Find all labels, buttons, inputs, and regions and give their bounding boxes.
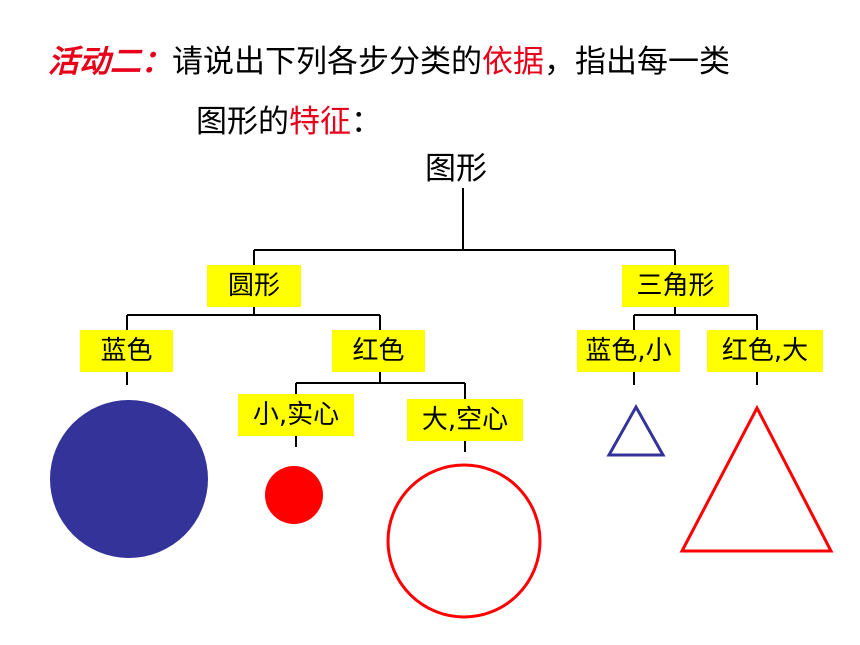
- activity-heading: 活动二：请说出下列各步分类的依据，指出每一类: [48, 36, 730, 81]
- small-solid-label: 小,实心: [238, 394, 354, 436]
- instruction-line-2: 图形的特征：: [196, 96, 382, 141]
- instruction-part-4: ：: [351, 104, 382, 140]
- red-large-label: 红色,大: [707, 330, 823, 372]
- blue-small-label: 蓝色,小: [577, 330, 680, 372]
- small-blue-triangle: [606, 403, 666, 457]
- instruction-part-1: 请说出下列各步分类的: [172, 44, 482, 80]
- large-red-hollow-circle: [386, 463, 542, 619]
- instruction-keyword-feature: 特征: [289, 104, 351, 140]
- red-label: 红色: [332, 330, 425, 372]
- large-hollow-label: 大,空心: [407, 399, 523, 441]
- circle-group-label: 圆形: [207, 265, 301, 307]
- root-node-shapes: 图形: [425, 151, 487, 187]
- blue-label: 蓝色: [80, 330, 173, 372]
- triangle-group-label: 三角形: [622, 265, 729, 307]
- instruction-keyword-basis: 依据: [482, 44, 544, 80]
- instruction-part-2: ，指出每一类: [544, 44, 730, 80]
- large-red-triangle: [679, 404, 834, 553]
- large-blue-solid-circle: [50, 400, 208, 558]
- small-red-solid-circle: [265, 466, 323, 524]
- instruction-part-3: 图形的: [196, 104, 289, 140]
- activity-title: 活动二：: [48, 44, 172, 80]
